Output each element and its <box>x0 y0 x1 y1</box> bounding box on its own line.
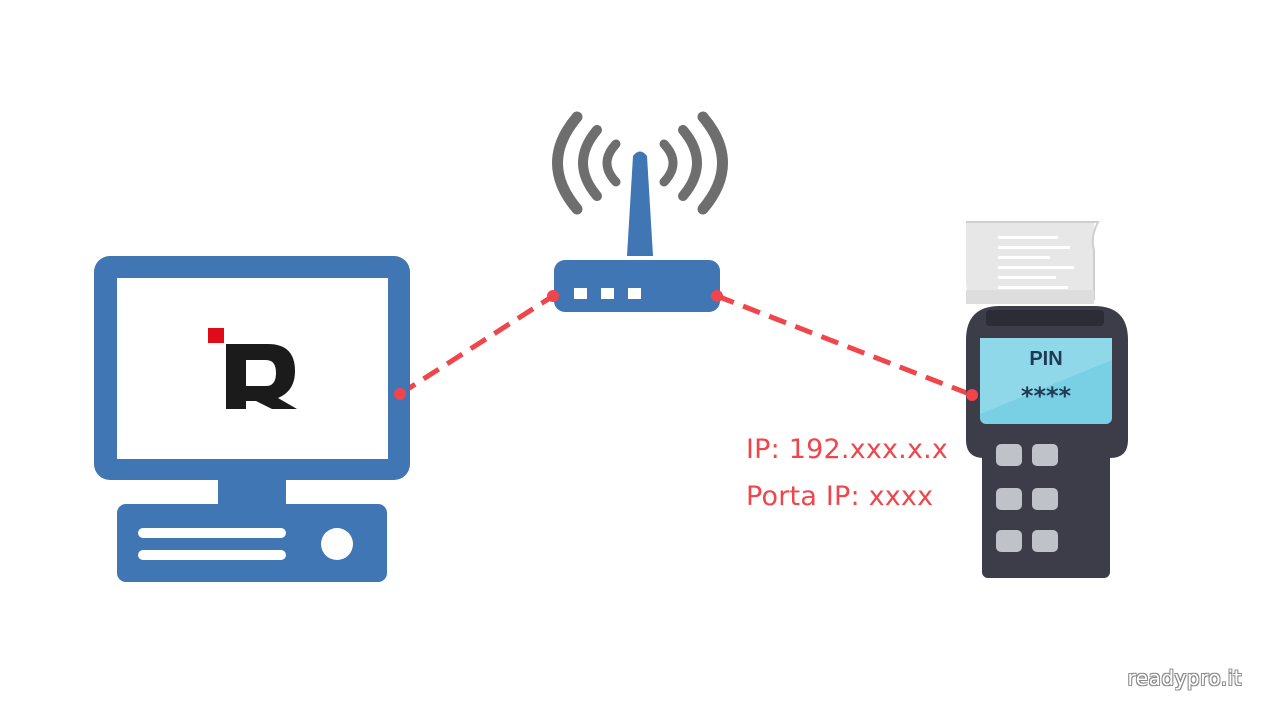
router-led-1 <box>574 288 587 299</box>
ip-address-label: IP: 192.xxx.x.x <box>746 434 949 465</box>
power-button-icon <box>321 528 353 560</box>
screen-code: **** <box>1021 382 1072 410</box>
router-led-3 <box>628 288 641 299</box>
paper-slot <box>986 310 1104 326</box>
terminal-link-endpoint <box>966 389 978 401</box>
wifi-signal-icon <box>552 111 728 215</box>
monitor-neck <box>218 480 286 506</box>
ip-port-label: Porta IP: xxxx <box>746 481 934 512</box>
computer-link-endpoint <box>394 388 406 400</box>
computer-router-link <box>398 293 555 397</box>
monitor-screen <box>117 278 388 459</box>
watermark: readypro.it <box>1127 666 1242 690</box>
keypad <box>996 444 1058 552</box>
wifi-router-icon <box>547 111 728 312</box>
router-led-2 <box>601 288 614 299</box>
router-link-endpoint-left <box>547 290 559 302</box>
desktop-computer-icon <box>94 256 410 582</box>
router-body <box>554 260 720 312</box>
connection-lines <box>398 293 973 398</box>
connection-info: IP: 192.xxx.x.x Porta IP: xxxx <box>746 428 948 522</box>
router-antenna <box>627 151 653 256</box>
screen-title: PIN <box>1029 348 1062 370</box>
drive-slot-bottom <box>138 550 286 560</box>
drive-slot-top <box>138 528 286 538</box>
router-terminal-link <box>716 293 973 398</box>
pos-terminal-icon: PIN **** <box>966 221 1128 578</box>
receipt-paper <box>966 221 1100 304</box>
router-link-endpoint-right <box>711 290 723 302</box>
screen-glare <box>980 338 1112 414</box>
computer-base <box>117 504 387 582</box>
readypro-r-logo <box>208 328 297 409</box>
